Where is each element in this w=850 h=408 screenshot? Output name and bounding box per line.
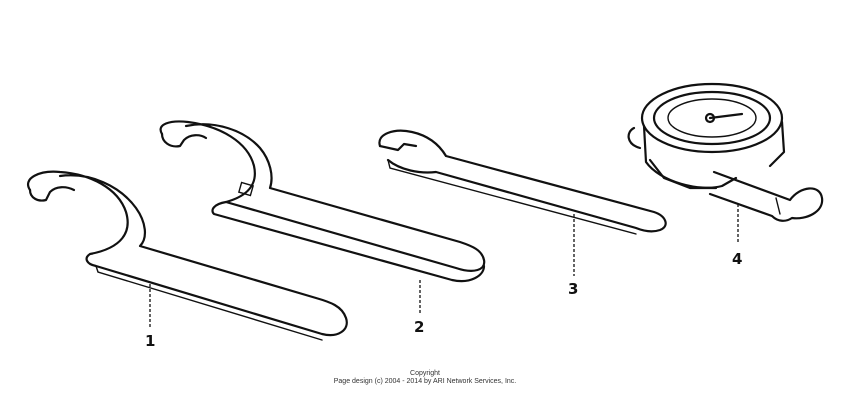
- pressure-gauge-4: 4: [627, 82, 824, 268]
- hook-spanner-wrench-1: 1: [27, 170, 348, 350]
- hook-spanner-wrench-2: 2: [159, 120, 486, 336]
- callout-2: 2: [414, 318, 424, 336]
- callout-1: 1: [145, 332, 155, 350]
- open-end-wrench-3: 3: [378, 129, 667, 298]
- copyright-label: Copyright: [410, 370, 440, 377]
- callout-4: 4: [732, 250, 742, 268]
- copyright-notice: Page design (c) 2004 - 2014 by ARI Netwo…: [333, 378, 517, 385]
- callout-3: 3: [568, 280, 578, 298]
